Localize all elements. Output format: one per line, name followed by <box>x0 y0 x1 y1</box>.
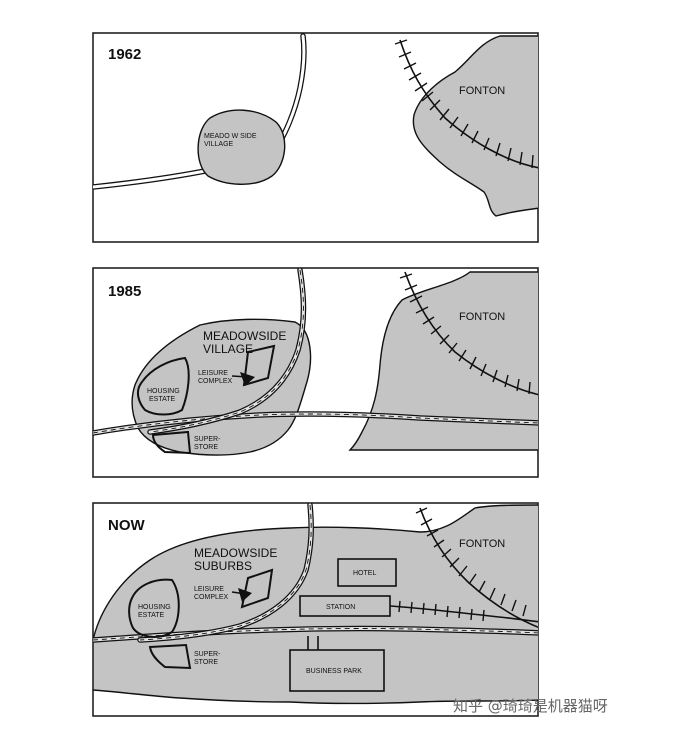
suburbs-and-fonton-area <box>93 504 538 705</box>
superstore <box>151 430 192 455</box>
fonton-area <box>412 35 538 217</box>
map-panel-1962: 1962 MEADO W SIDE VILLAGE FONTON <box>92 32 539 243</box>
railway-to-station <box>389 605 538 623</box>
business-park <box>289 649 385 692</box>
superstore-label-line2: STORE <box>194 444 218 451</box>
map-panel-now: NOW MEADOWSIDE SUBURBS LEISURE COMPLEX H… <box>92 502 539 717</box>
village-label-line2: VILLAGE <box>203 342 253 356</box>
housing-label-line2: ESTATE <box>149 396 176 403</box>
superstore-label-line1: SUPER- <box>194 651 221 658</box>
village-label-line1: MEADO W SIDE <box>204 133 257 140</box>
village-label-line2: VILLAGE <box>204 141 234 148</box>
railway-fonton <box>419 507 538 629</box>
housing-label-line1: HOUSING <box>147 388 180 395</box>
railway-ties <box>399 273 531 395</box>
leisure-label-line1: LEISURE <box>198 370 228 377</box>
housing-estate <box>128 578 180 638</box>
hotel-label: HOTEL <box>353 570 376 577</box>
year-label: 1962 <box>108 46 141 63</box>
superstore <box>148 643 192 670</box>
business-park-label: BUSINESS PARK <box>306 668 362 675</box>
watermark: 知乎 @琦琦是机器猫呀 <box>453 697 608 715</box>
fonton-label: FONTON <box>459 311 505 323</box>
housing-label-line2: ESTATE <box>138 612 165 619</box>
superstore-label-line2: STORE <box>194 659 218 666</box>
railway <box>404 271 538 396</box>
railway-ties <box>398 507 527 622</box>
leisure-label-line2: COMPLEX <box>194 594 229 601</box>
year-label: 1985 <box>108 283 141 300</box>
railway-ties <box>394 39 534 169</box>
suburbs-label-line2: SUBURBS <box>194 559 252 573</box>
leisure-label-line2: COMPLEX <box>198 378 233 385</box>
hotel <box>337 558 397 587</box>
map-panel-1985: 1985 MEADOWSIDE VILLAGE LEISURE COMPLEX … <box>92 267 539 478</box>
housing-label-line1: HOUSING <box>138 604 171 611</box>
leisure-label-line1: LEISURE <box>194 586 224 593</box>
fonton-area <box>348 271 538 451</box>
village-label-line1: MEADOWSIDE <box>203 329 286 343</box>
pointer-arrow-icon <box>238 588 252 602</box>
fonton-label: FONTON <box>459 85 505 97</box>
superstore-label-line1: SUPER- <box>194 436 221 443</box>
meadowside-village-area <box>197 109 286 185</box>
year-label: NOW <box>108 517 146 534</box>
station-label: STATION <box>326 604 355 611</box>
fonton-label: FONTON <box>459 538 505 550</box>
housing-estate <box>136 356 190 416</box>
pointer-arrow-icon <box>240 372 255 386</box>
suburbs-label-line1: MEADOWSIDE <box>194 546 277 560</box>
